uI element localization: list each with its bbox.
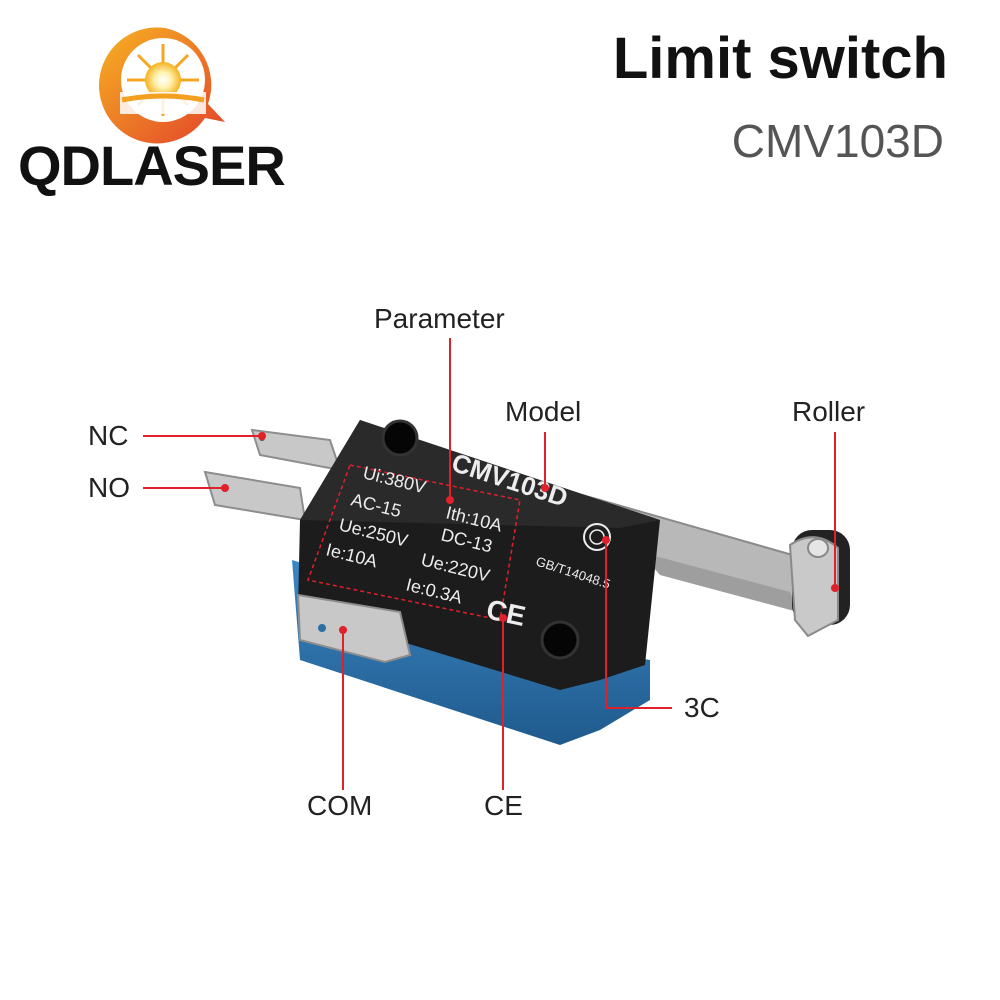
- callout-ce: CE: [484, 790, 523, 821]
- com-terminal: [296, 593, 412, 664]
- brand-name: QDLASER: [18, 134, 286, 197]
- callout-com: COM: [307, 790, 373, 821]
- product-title: Limit switch: [612, 26, 948, 91]
- no-terminal: [203, 470, 307, 522]
- callout-3c: 3C: [684, 692, 720, 723]
- callout-roller: Roller: [792, 396, 866, 427]
- callout-parameter: Parameter: [374, 303, 505, 334]
- callout-no: NO: [88, 472, 130, 503]
- callout-model: Model: [505, 396, 582, 427]
- ccc-mark-icon: [583, 523, 611, 551]
- product-model: CMV103D: [731, 115, 944, 167]
- callout-nc: NC: [88, 420, 129, 451]
